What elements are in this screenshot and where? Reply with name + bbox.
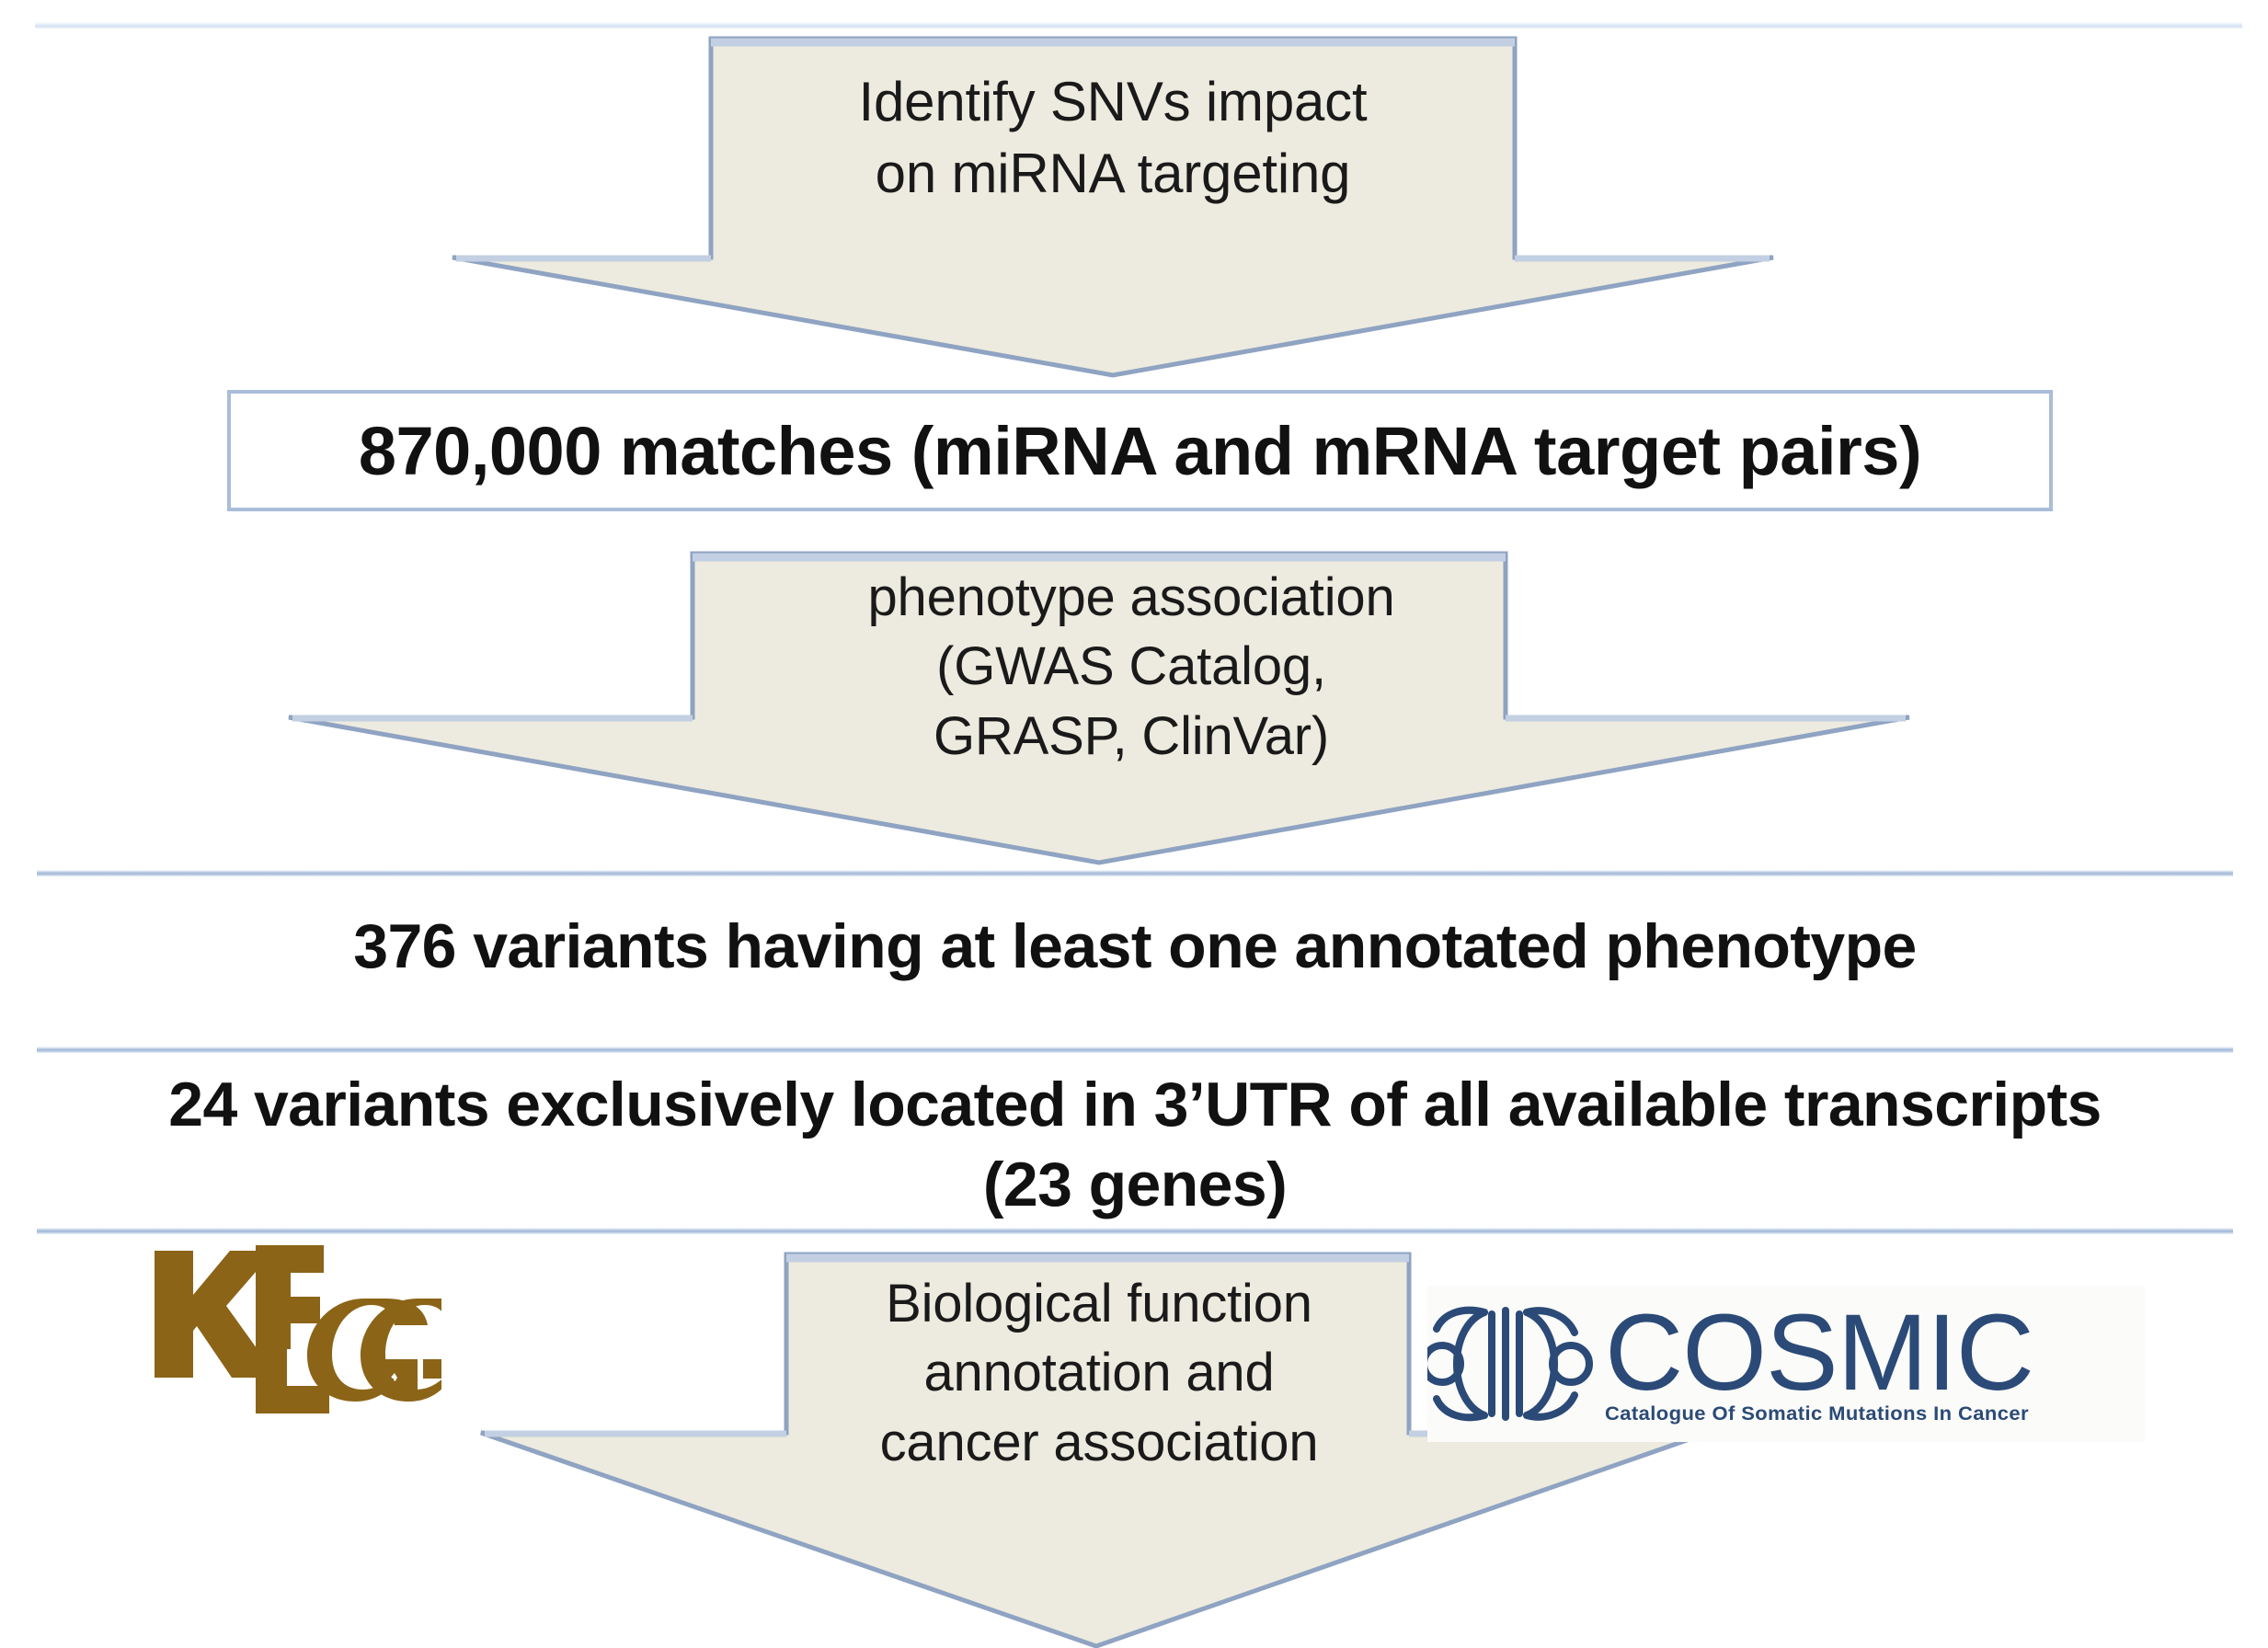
arrow-step-1-label: Identify SNVs impact on miRNA targeting (858, 71, 1368, 204)
cosmic-mark-icon (1427, 1305, 1598, 1423)
divider-1 (37, 870, 2233, 876)
statement-376-variants: 376 variants having at least one annotat… (353, 911, 1917, 981)
matches-box-label: 870,000 matches (miRNA and mRNA target p… (358, 412, 1922, 489)
arrow-step-6 (478, 1252, 1711, 1648)
cosmic-wordmark: COSMIC (1605, 1291, 2034, 1413)
matches-box: 870,000 matches (miRNA and mRNA target p… (227, 390, 2053, 511)
kegg-logo (138, 1243, 441, 1418)
divider-2 (37, 1047, 2233, 1053)
arrow-step-1 (451, 36, 1775, 378)
arrow-step-3-label: phenotype association (GWAS Catalog, GRA… (867, 567, 1395, 766)
cosmic-logo: COSMIC Catalogue Of Somatic Mutations In… (1427, 1286, 2145, 1442)
divider-3 (37, 1228, 2233, 1234)
statement-24-variants: 24 variants exclusively located in 3’UTR… (168, 1070, 2102, 1220)
divider-top (35, 22, 2242, 29)
arrow-step-6-label: Biological function annotation and cance… (879, 1274, 1319, 1472)
arrow-step-3 (285, 551, 1913, 865)
cosmic-tagline: Catalogue Of Somatic Mutations In Cancer (1605, 1402, 2029, 1425)
